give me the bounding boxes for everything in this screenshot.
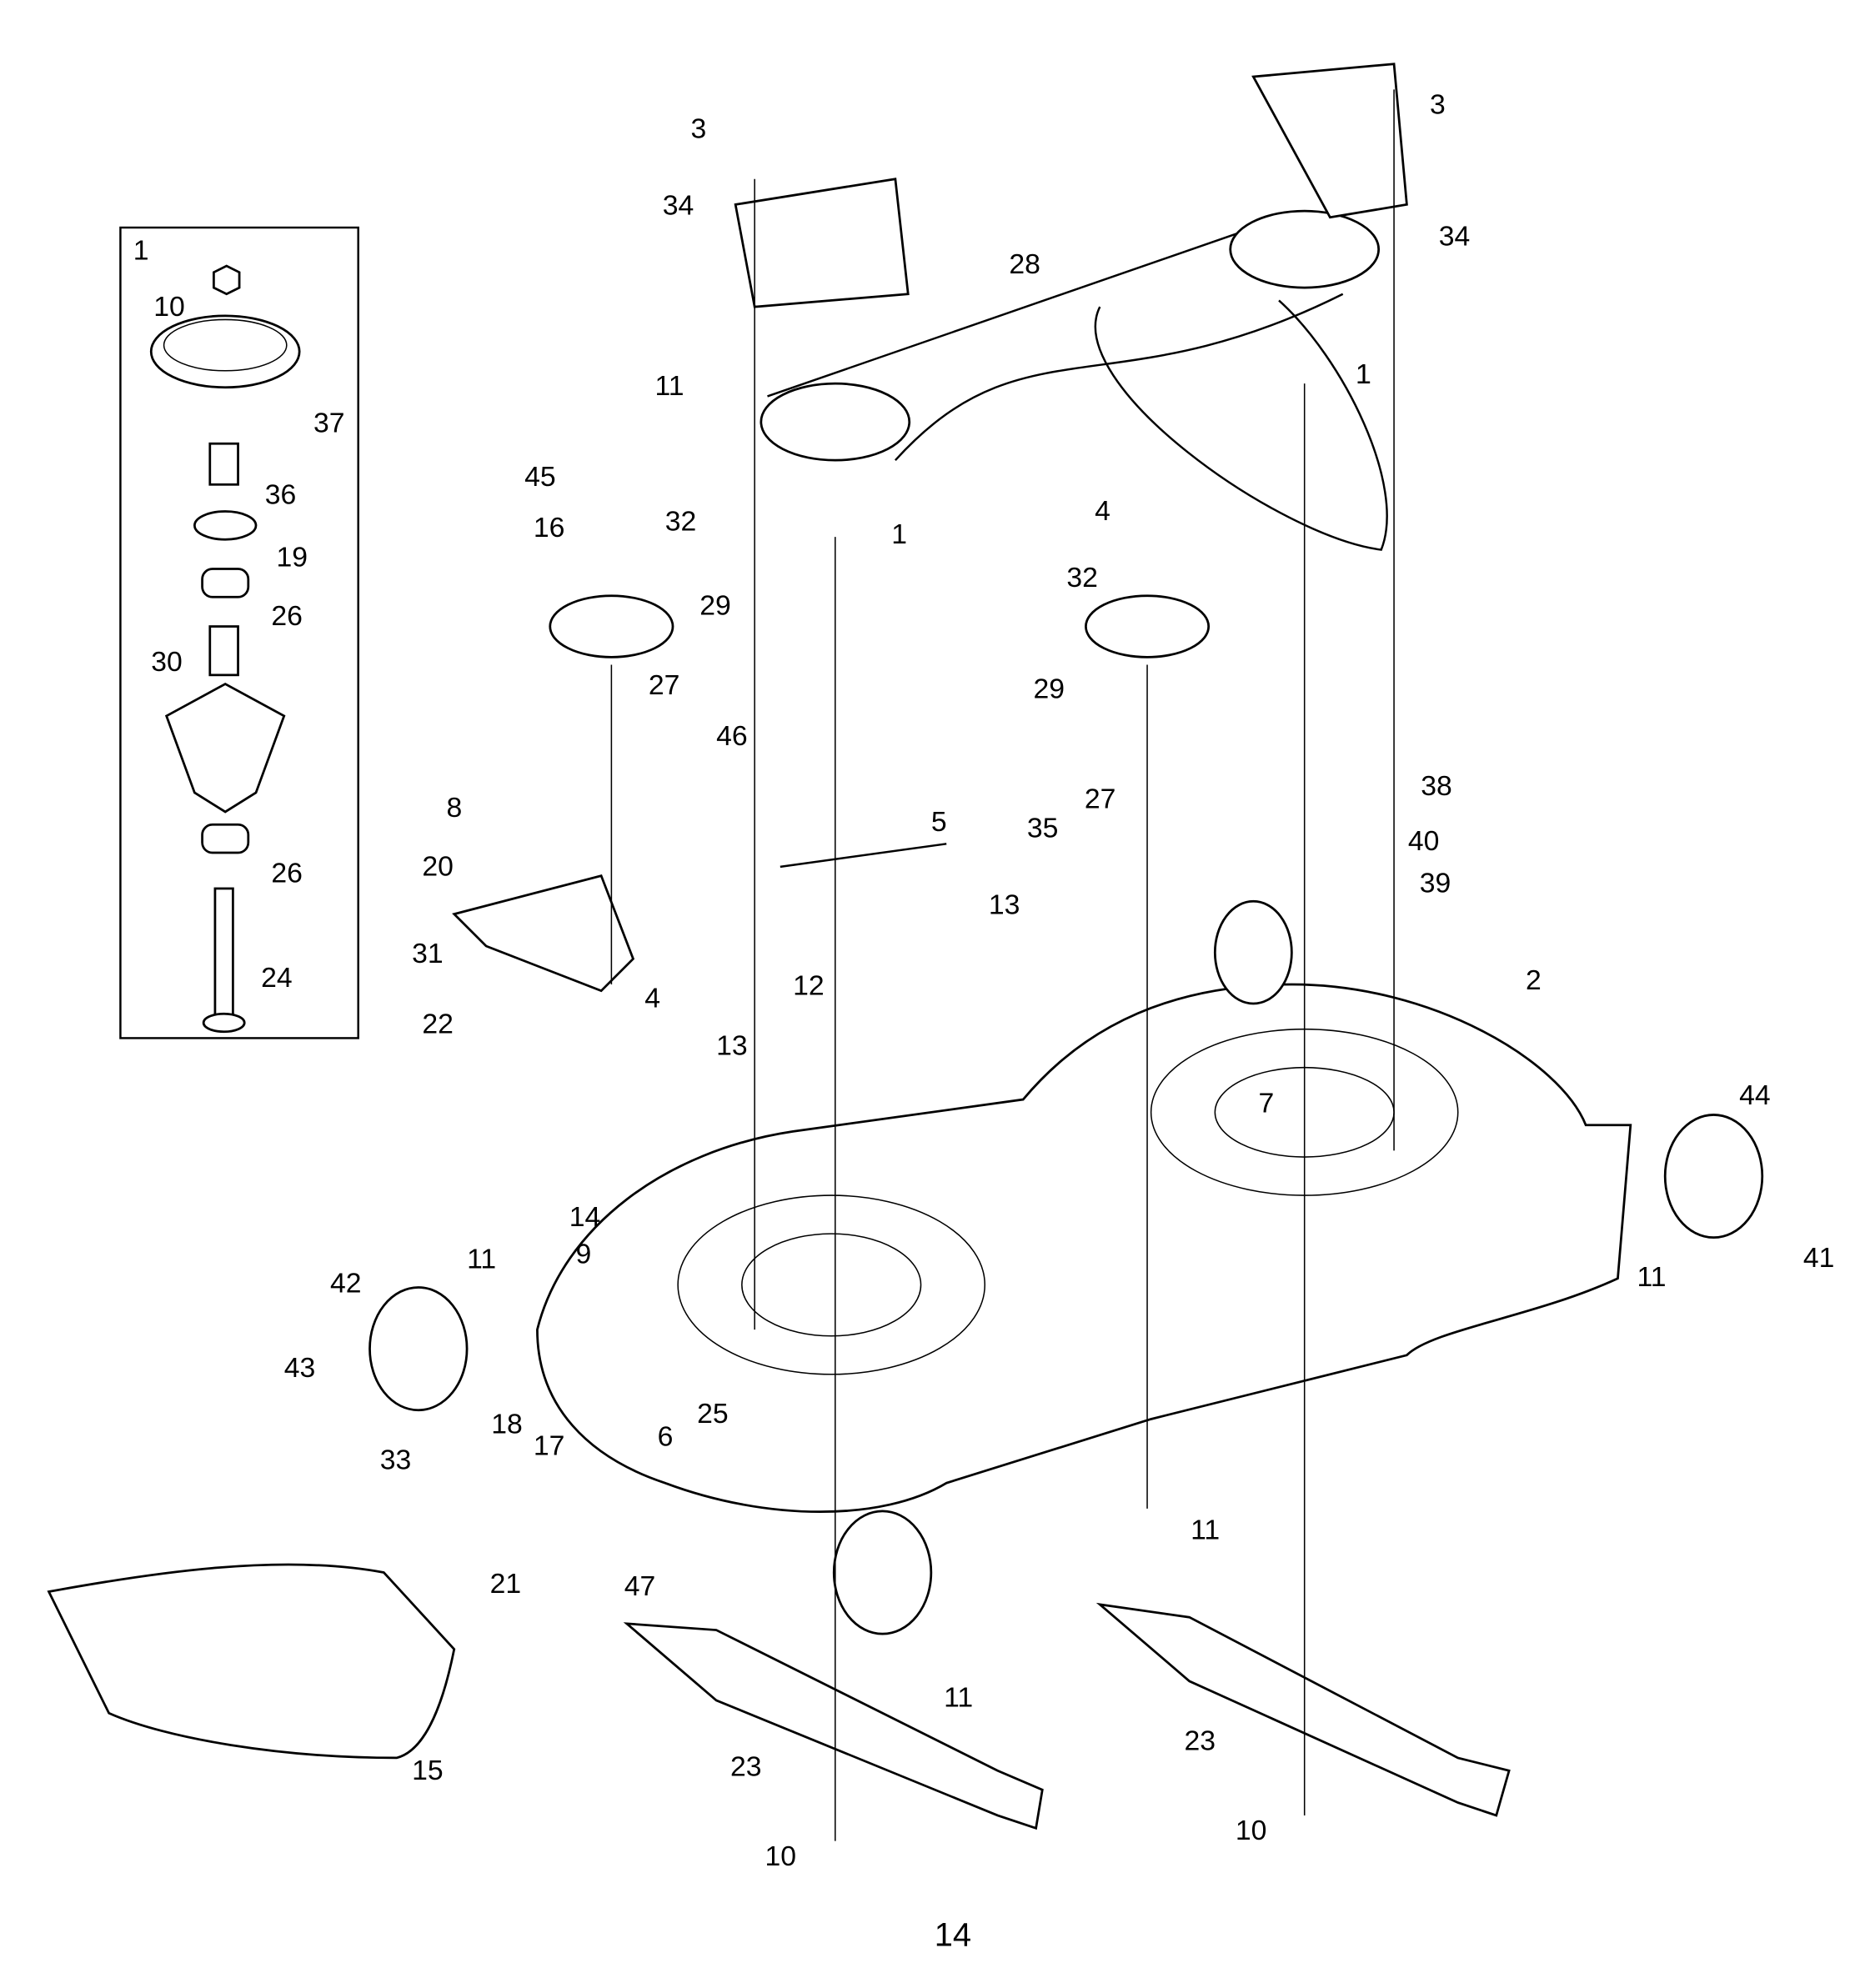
- callout-4: 4: [644, 983, 660, 1014]
- callout-17: 17: [534, 1430, 565, 1461]
- callout-8: 8: [447, 792, 463, 824]
- blade-left: [623, 1622, 1044, 1830]
- callout-16: 16: [534, 512, 565, 543]
- callout-46: 46: [716, 720, 748, 752]
- mower-deck-housing: [536, 983, 1632, 1513]
- callout-2: 2: [1526, 964, 1542, 996]
- callout-23: 23: [1185, 1725, 1216, 1757]
- callout-3: 3: [690, 113, 706, 145]
- callout-40: 40: [1408, 825, 1440, 857]
- callout-10: 10: [153, 291, 185, 323]
- callout-19: 19: [277, 541, 308, 573]
- page-number: 14: [935, 1916, 971, 1953]
- belt-cover-left: [734, 178, 910, 308]
- callout-3: 3: [1430, 89, 1446, 121]
- pulley-left: [760, 382, 911, 462]
- callout-5: 5: [931, 806, 947, 838]
- belt-cover-right: [1251, 63, 1408, 219]
- callout-15: 15: [412, 1755, 444, 1786]
- callout-4: 4: [1095, 495, 1110, 527]
- callout-36: 36: [265, 478, 297, 510]
- callout-1: 1: [1356, 358, 1371, 390]
- spindle-assembly-inset-box: [119, 226, 359, 1039]
- callout-6: 6: [658, 1421, 674, 1453]
- callout-9: 9: [575, 1238, 591, 1269]
- callout-18: 18: [491, 1408, 523, 1440]
- callout-24: 24: [261, 962, 293, 994]
- callout-11: 11: [655, 370, 684, 402]
- spring: [780, 843, 947, 869]
- callout-11: 11: [1637, 1261, 1666, 1293]
- callout-32: 32: [665, 506, 697, 538]
- callout-35: 35: [1027, 813, 1059, 844]
- idler-bracket: [452, 874, 635, 993]
- idler-pulley-right: [1085, 594, 1211, 658]
- wheel-rear-right: [1663, 1114, 1764, 1239]
- drive-belt: [767, 228, 1388, 551]
- wheel-rear-left: [1213, 899, 1293, 1005]
- callout-14: 14: [569, 1201, 601, 1233]
- wheel-front-left: [368, 1286, 469, 1412]
- callout-32: 32: [1066, 562, 1098, 593]
- callout-13: 13: [989, 889, 1020, 921]
- idler-pulley-left: [549, 594, 674, 658]
- callout-29: 29: [1034, 673, 1065, 704]
- callout-23: 23: [730, 1750, 762, 1782]
- callout-43: 43: [284, 1352, 316, 1384]
- callout-38: 38: [1421, 770, 1452, 802]
- pulley-right: [1229, 209, 1381, 289]
- callout-37: 37: [313, 407, 345, 438]
- callout-11: 11: [1191, 1515, 1220, 1546]
- wheel-front-center: [832, 1510, 933, 1635]
- callout-22: 22: [422, 1008, 454, 1039]
- callout-29: 29: [699, 590, 731, 622]
- callout-20: 20: [422, 851, 454, 883]
- callout-41: 41: [1803, 1242, 1835, 1274]
- callout-7: 7: [1258, 1087, 1274, 1119]
- callout-12: 12: [793, 969, 825, 1001]
- callout-11: 11: [467, 1243, 496, 1274]
- callout-10: 10: [765, 1840, 796, 1872]
- callout-27: 27: [1085, 783, 1116, 814]
- assembly-lines: [610, 89, 1395, 1841]
- callout-39: 39: [1420, 868, 1451, 899]
- inset-label: 1: [133, 234, 149, 266]
- callout-21: 21: [490, 1568, 522, 1600]
- callout-34: 34: [663, 190, 694, 222]
- callout-34: 34: [1439, 220, 1471, 252]
- callout-1: 1: [1356, 358, 1371, 390]
- callout-13: 13: [716, 1029, 748, 1061]
- callout-27: 27: [649, 669, 680, 701]
- discharge-chute: [47, 1563, 456, 1760]
- callout-45: 45: [524, 461, 556, 493]
- spindle-assembly-parts: [149, 264, 301, 1034]
- callout-28: 28: [1009, 248, 1040, 280]
- callout-47: 47: [624, 1570, 656, 1602]
- callout-26: 26: [271, 600, 303, 632]
- callout-31: 31: [412, 938, 444, 969]
- callout-33: 33: [380, 1444, 412, 1475]
- callout-42: 42: [330, 1268, 362, 1299]
- callout-26: 26: [271, 857, 303, 889]
- callout-30: 30: [151, 646, 183, 678]
- callout-10: 10: [1236, 1815, 1267, 1846]
- callout-11: 11: [944, 1682, 973, 1714]
- callout-1: 1: [891, 518, 907, 550]
- callout-25: 25: [697, 1398, 729, 1430]
- callout-44: 44: [1739, 1079, 1771, 1111]
